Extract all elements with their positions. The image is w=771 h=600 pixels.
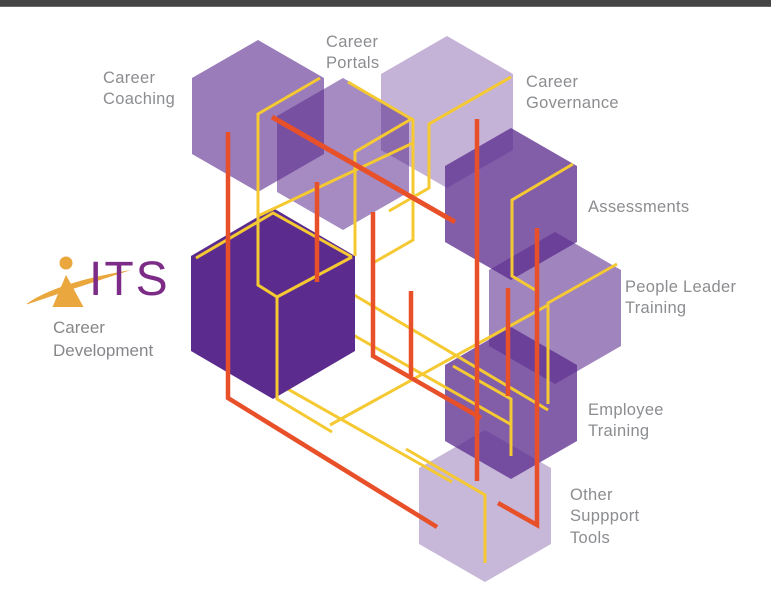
orange-line-other-elbow: [496, 228, 540, 529]
yellow-wire-employee: [452, 364, 513, 456]
logo-wordmark: ITS: [89, 253, 170, 306]
yellow-wire-people-leader: [546, 262, 618, 404]
top-border-bar: [0, 0, 771, 7]
orange-line-left-drop: [225, 132, 439, 529]
person-swoosh-icon: [27, 256, 131, 307]
orange-lines-front: [225, 114, 540, 529]
label-career-governance: Career Governance: [526, 73, 619, 113]
yellow-wire-governance: [388, 75, 512, 213]
person-head: [59, 256, 73, 270]
logo-subtitle: Career Development: [53, 318, 154, 360]
label-career-coaching: Career Coaching: [103, 69, 176, 109]
its-logo: ITS: [27, 246, 227, 312]
yellow-wire-coaching-drop: [256, 76, 333, 434]
yellow-wire-portals-inner: [353, 116, 414, 256]
yellow-diagonal-4: [329, 303, 549, 427]
label-people-leader-training: People Leader Training: [625, 278, 737, 318]
orange-line-portals-employee: [370, 212, 483, 420]
yellow-wireframes-front: [195, 75, 618, 563]
orange-line-coaching-assessments: [270, 114, 457, 225]
label-employee-training: Employee Training: [588, 401, 664, 441]
label-assessments: Assessments: [588, 198, 690, 216]
label-other-support-tools: Other Suppport Tools: [570, 486, 640, 547]
person-body-triangle: [52, 275, 84, 307]
yellow-wire-assessments: [510, 162, 574, 293]
yellow-wire-central-top: [195, 211, 353, 260]
yellow-wire-portals: [347, 80, 415, 265]
label-career-portals: Career Portals: [326, 33, 380, 73]
cube-career-development-central: [191, 208, 355, 399]
yellow-wire-other-support: [405, 447, 487, 563]
yellow-wire-central-edge: [276, 255, 353, 299]
yellow-wire-coaching-portals-link: [257, 141, 414, 218]
